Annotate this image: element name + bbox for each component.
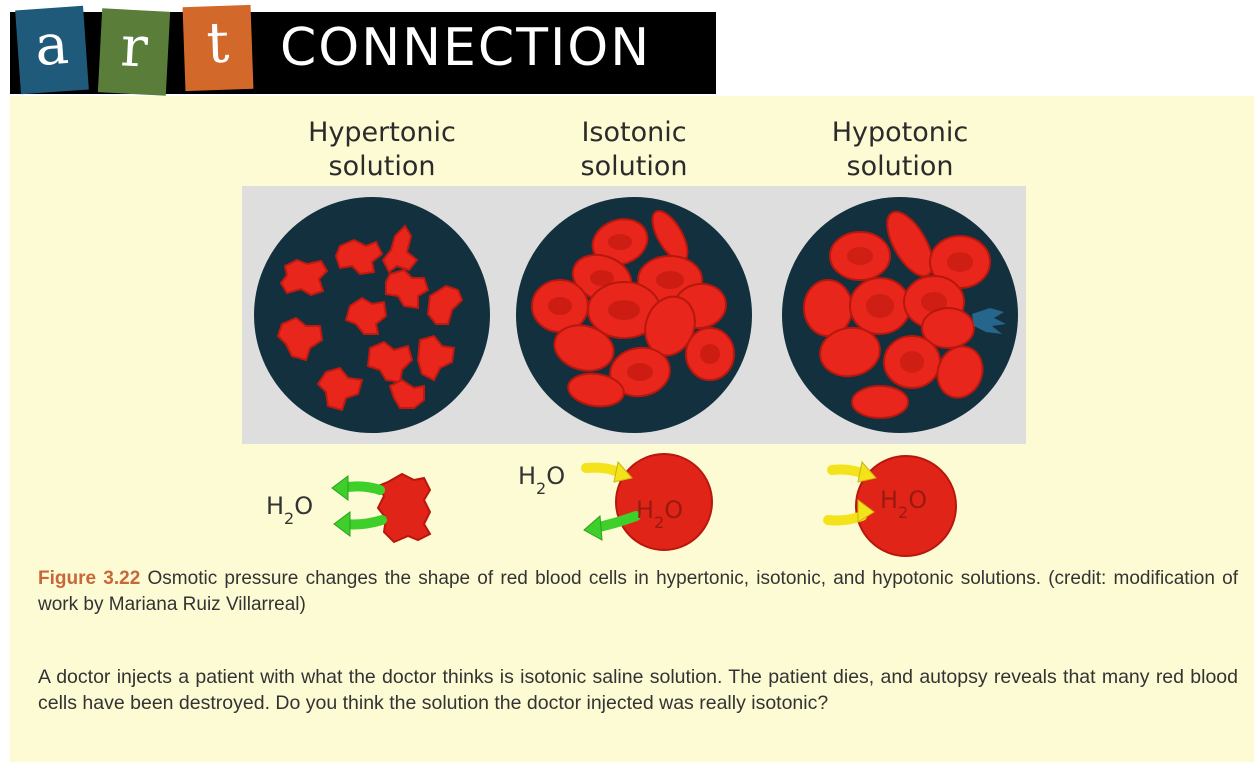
art-connection-panel: Hypertonic solution Isotonic solution Hy… (10, 96, 1254, 762)
letter-tile-a: a (15, 6, 89, 95)
letter-tile-t: t (183, 5, 254, 91)
art-connection-banner: a r t CONNECTION (0, 0, 716, 96)
caption-text: Osmotic pressure changes the shape of re… (38, 568, 1238, 615)
h2o-label-isotonic-out: H2O (518, 462, 565, 498)
art-connection-question: A doctor injects a patient with what the… (38, 664, 1238, 716)
hypotonic-circle (782, 197, 1018, 433)
figure-caption: Figure 3.22 Osmotic pressure changes the… (38, 566, 1238, 618)
h2o-label-hypertonic: H2O (266, 492, 313, 528)
hypertonic-circle (254, 197, 490, 433)
figure-label: Figure 3.22 (38, 568, 140, 589)
letter-tile-r: r (98, 8, 170, 95)
osmosis-figure: H2O H2O H2O H2O (10, 96, 1254, 566)
hypertonic-cell-diagram (332, 474, 430, 542)
banner-title: CONNECTION (280, 22, 651, 74)
isotonic-circle (516, 197, 752, 433)
